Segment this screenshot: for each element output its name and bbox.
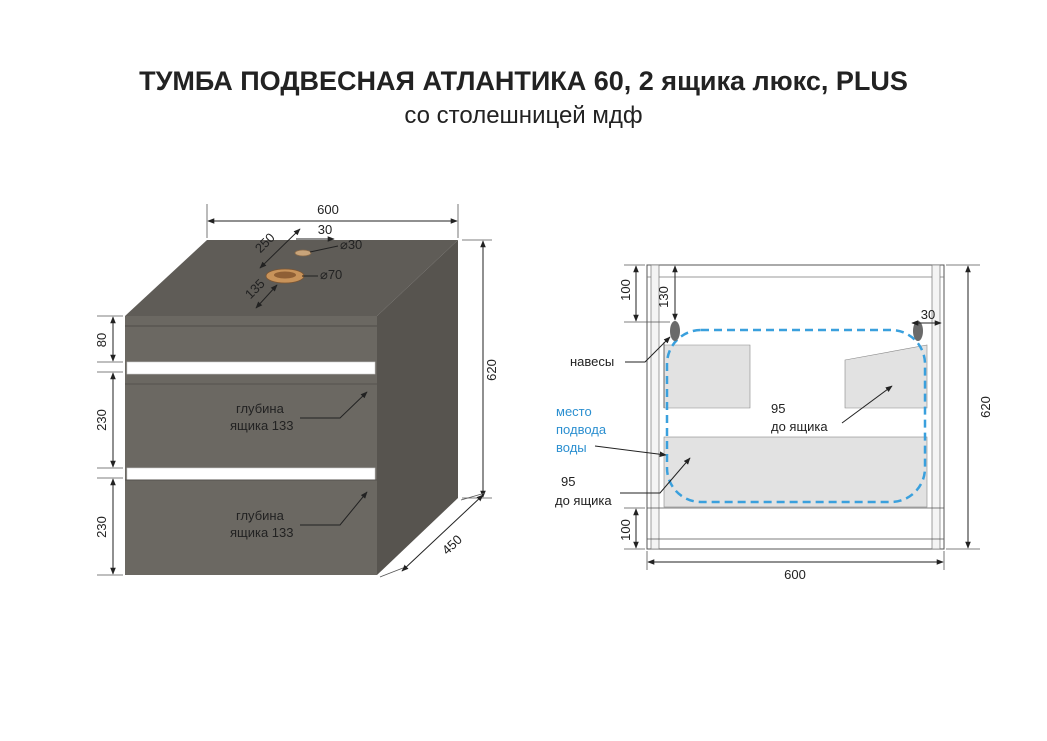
installation-view: [646, 264, 945, 550]
dim-label: 450: [439, 532, 465, 558]
dim-label: 600: [784, 567, 806, 582]
gap-note-left: 95 до ящика: [555, 457, 691, 508]
drawer-panel-bottom: [663, 436, 928, 508]
dim-label: 230: [94, 516, 109, 538]
drawer-depth-note-2: глубина ящика 133: [230, 491, 368, 540]
svg-text:до ящика: до ящика: [555, 493, 612, 508]
svg-text:подвода: подвода: [556, 422, 607, 437]
dim-left-drawers: 80 230 230: [94, 315, 123, 576]
svg-text:глубина: глубина: [236, 508, 285, 523]
svg-text:место: место: [556, 404, 592, 419]
hole-diameter-large: ⌀70: [320, 267, 342, 282]
dim-right-width: 600: [646, 551, 945, 582]
svg-text:ящика 133: ящика 133: [230, 525, 294, 540]
dim-right-top: 100 130: [618, 264, 678, 323]
svg-text:95: 95: [771, 401, 785, 416]
svg-text:ящика 133: ящика 133: [230, 418, 294, 433]
dim-label: 100: [618, 279, 633, 301]
cabinet-3d-view: [125, 240, 458, 575]
cabinet-front-face: [125, 316, 377, 575]
dim-label: 130: [656, 286, 671, 308]
water-supply-zone: [665, 328, 927, 504]
drawer-handle-2: [126, 467, 376, 481]
water-supply-note: место подвода воды: [556, 404, 667, 457]
hole-diameter-small: ⌀30: [340, 237, 362, 252]
drawer-panel-right: [844, 344, 928, 409]
hanger-right-icon: [913, 321, 923, 341]
svg-text:воды: воды: [556, 440, 587, 455]
hangers-note: навесы: [570, 336, 671, 369]
cabinet-side-face: [377, 240, 458, 575]
drawer-panel-left: [663, 344, 751, 409]
drawer-depth-note-1: глубина ящика 133: [230, 391, 368, 433]
dim-right-side30: 30: [911, 307, 942, 326]
page-title: ТУМБА ПОДВЕСНАЯ АТЛАНТИКА 60, 2 ящика лю…: [139, 66, 908, 96]
svg-text:95: 95: [561, 474, 575, 489]
dim-right-height: 620: [946, 264, 993, 550]
dim-label: 600: [317, 202, 339, 217]
dim-label: 30: [318, 222, 332, 237]
page-subtitle: со столешницей мдф: [404, 102, 643, 129]
svg-text:до ящика: до ящика: [771, 419, 828, 434]
dim-label: 100: [618, 519, 633, 541]
dim-left-height: 620: [462, 239, 499, 499]
gap-note-right: 95 до ящика: [771, 385, 893, 434]
drawer-handle-1: [126, 361, 376, 375]
svg-text:навесы: навесы: [570, 354, 614, 369]
dim-label: 620: [978, 396, 993, 418]
dim-label: 230: [94, 409, 109, 431]
dim-label: 30: [921, 307, 935, 322]
hole-small: [294, 249, 312, 257]
dim-label: 620: [484, 359, 499, 381]
dim-left-width: 600: [206, 202, 459, 238]
dim-label: 80: [94, 333, 109, 347]
svg-text:глубина: глубина: [236, 401, 285, 416]
dim-right-bottom: 100: [618, 507, 645, 550]
hanger-left-icon: [670, 321, 680, 341]
